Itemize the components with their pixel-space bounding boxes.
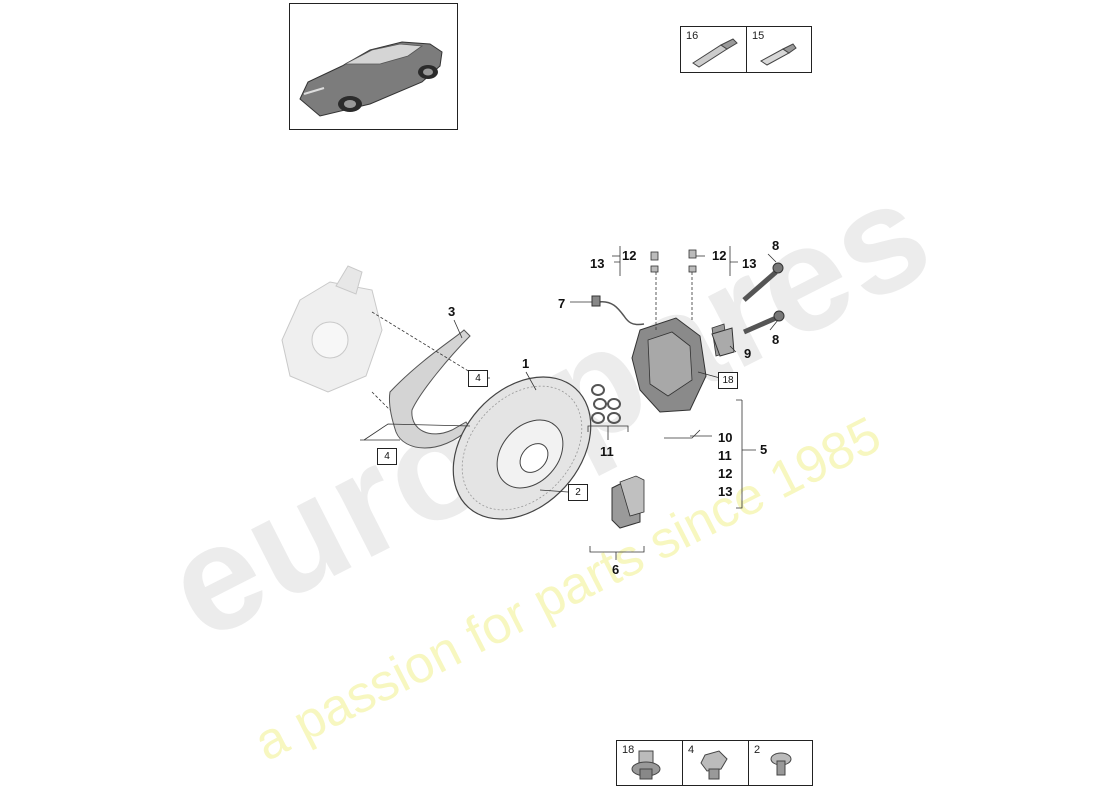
screw-icon bbox=[770, 752, 792, 776]
callout-11-group: 11 bbox=[718, 448, 732, 463]
car-icon bbox=[299, 41, 443, 117]
hardware-cell-2: 2 bbox=[749, 741, 811, 785]
wheel-carrier bbox=[281, 265, 383, 393]
flange-bolt-icon bbox=[631, 750, 661, 780]
part-number: 4 bbox=[688, 744, 695, 756]
part-number: 15 bbox=[752, 30, 765, 42]
bleed-valves bbox=[650, 249, 697, 273]
callout-11-rings: 11 bbox=[600, 444, 614, 459]
callout-6: 6 bbox=[612, 562, 620, 577]
hardware-cell-18: 18 bbox=[617, 741, 683, 785]
bracket bbox=[711, 327, 735, 357]
paste-tube-icon bbox=[760, 43, 797, 66]
grease-tube-icon bbox=[692, 38, 738, 68]
brake-dust-shield bbox=[389, 329, 471, 449]
callout-13-right: 13 bbox=[742, 256, 757, 271]
hex-bolt-icon bbox=[700, 750, 728, 780]
callout-10: 10 bbox=[718, 430, 733, 445]
callout-5: 5 bbox=[760, 442, 768, 457]
brake-disc bbox=[452, 376, 592, 520]
seal-rings bbox=[591, 384, 621, 424]
callout-1: 1 bbox=[522, 356, 530, 371]
callout-3: 3 bbox=[448, 304, 456, 319]
vehicle-thumbnail bbox=[289, 3, 458, 130]
callout-12-group: 12 bbox=[718, 466, 733, 481]
ref-box-4-lower: 4 bbox=[377, 448, 397, 465]
callout-12-right: 12 bbox=[712, 248, 727, 263]
brake-pads bbox=[611, 475, 645, 529]
callout-12-left: 12 bbox=[622, 248, 637, 263]
hardware-cell-4: 4 bbox=[683, 741, 749, 785]
hardware-box: 18 4 2 bbox=[616, 740, 813, 786]
part-number: 16 bbox=[686, 30, 699, 42]
brake-caliper bbox=[631, 317, 729, 413]
callout-7: 7 bbox=[558, 296, 566, 311]
consumable-cell-16: 16 bbox=[681, 27, 747, 72]
ref-box-4-upper: 4 bbox=[468, 370, 488, 387]
callout-13-group: 13 bbox=[718, 484, 733, 499]
callout-8-top: 8 bbox=[772, 238, 780, 253]
consumables-box: 16 15 bbox=[680, 26, 812, 73]
leader-lines bbox=[360, 246, 779, 560]
ref-box-18: 18 bbox=[718, 372, 738, 389]
wear-sensor bbox=[591, 295, 645, 326]
caliper-bolts bbox=[742, 262, 785, 335]
callout-9: 9 bbox=[744, 346, 752, 361]
consumable-cell-15: 15 bbox=[747, 27, 810, 72]
callout-8-bottom: 8 bbox=[772, 332, 780, 347]
ref-box-2: 2 bbox=[568, 484, 588, 501]
part-number: 2 bbox=[754, 744, 761, 756]
part-number: 18 bbox=[622, 744, 635, 756]
callout-13-left: 13 bbox=[590, 256, 605, 271]
